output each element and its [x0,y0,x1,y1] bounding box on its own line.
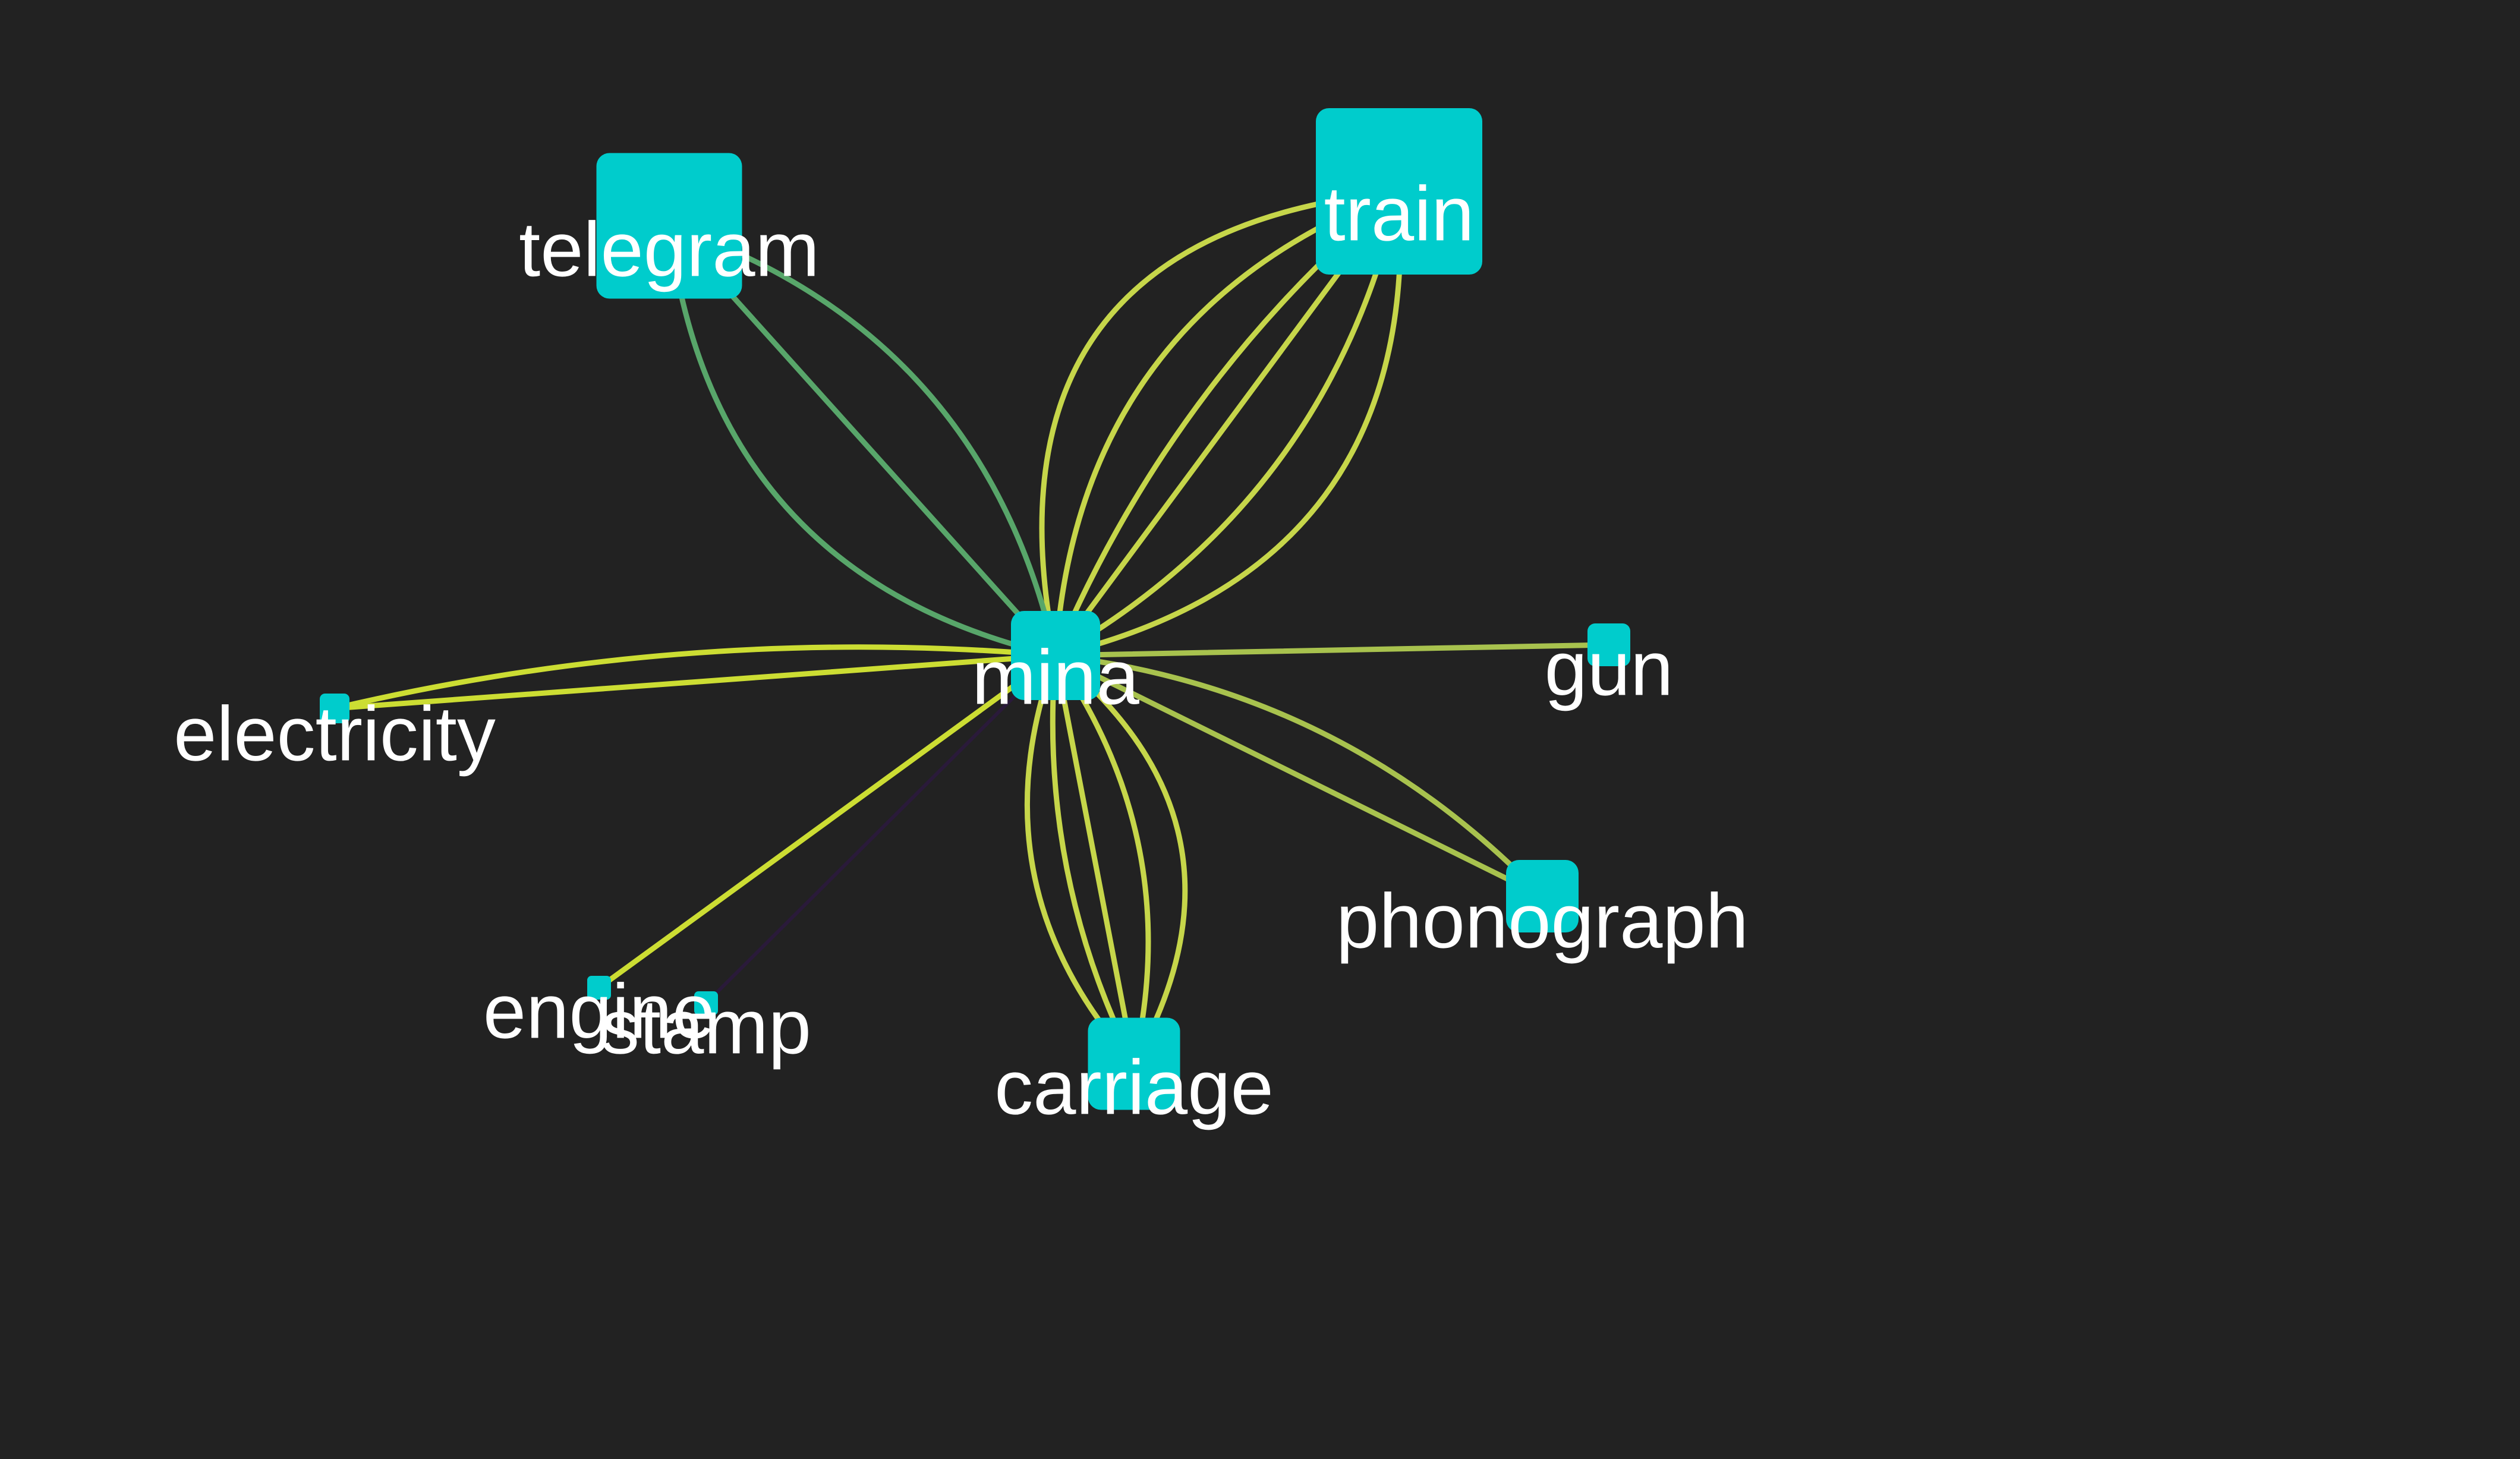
edge-mina-phonograph-2 [1053,653,1545,899]
edge-mina-carriage-3 [1053,653,1137,1067]
edge-mina-telegram-1 [666,223,1059,658]
node-stamp[interactable] [694,991,718,1015]
edge-mina-carriage-1 [1053,653,1188,1067]
node-electricity[interactable] [320,694,349,723]
edge-mina-engine-1 [596,653,1059,991]
node-telegram[interactable] [596,153,742,299]
edge-mina-train-2 [1053,188,1402,658]
edge-mina-carriage-5 [1025,653,1137,1067]
edge-mina-electricity-2 [332,644,1059,711]
node-train[interactable] [1316,108,1482,275]
edge-mina-phonograph-1 [1053,653,1545,899]
edge-mina-stamp-1 [704,654,1057,1005]
node-mina[interactable] [1011,611,1100,700]
nodes-layer [320,108,1630,1110]
node-phonograph[interactable] [1506,860,1579,932]
edge-mina-train-5 [1053,188,1402,658]
edges-layer [332,188,1612,1067]
node-carriage[interactable] [1088,1017,1180,1110]
edge-mina-telegram-3 [666,223,1059,658]
edge-mina-train-6 [1053,188,1403,658]
node-gun[interactable] [1587,623,1630,666]
node-engine[interactable] [587,976,611,1000]
edge-mina-train-1 [1039,188,1402,658]
edge-mina-gun-1 [1053,642,1612,658]
edge-mina-carriage-4 [1050,653,1137,1067]
edge-mina-carriage-2 [1053,653,1151,1067]
edge-mina-electricity-1 [332,653,1059,711]
